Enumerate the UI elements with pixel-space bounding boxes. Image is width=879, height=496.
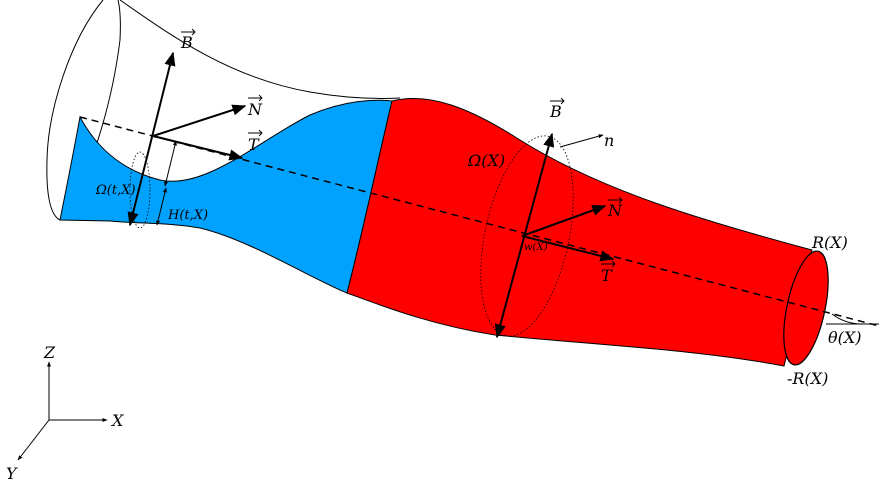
left-T-arrow <box>152 135 244 161</box>
left-B-arrow <box>127 51 176 227</box>
right-T-arrow <box>521 235 615 262</box>
tube-upper-outline <box>119 0 401 99</box>
H-dimension-arrow <box>164 140 177 187</box>
label-omega-x: Ω(X) <box>467 151 505 170</box>
label-omega-t: Ω(t,X) <box>95 183 136 198</box>
vector-overlines <box>181 28 623 268</box>
right-N-arrow <box>521 205 607 237</box>
label-theta: θ(X) <box>828 328 862 347</box>
downstream-tube-region <box>346 98 813 367</box>
label-R-top: R(X) <box>811 233 848 252</box>
label-T-right: T <box>601 266 613 285</box>
label-w-x: w(X) <box>524 242 548 253</box>
label-axis-x: X <box>110 411 124 430</box>
label-N-left: N <box>247 100 263 119</box>
label-T-left: T <box>248 135 260 154</box>
label-B-right: B <box>549 102 562 121</box>
label-B-left: B <box>180 33 193 52</box>
label-axis-y: Y <box>6 464 18 483</box>
label-H-t: H(t,X) <box>167 208 208 223</box>
label-R-bottom: -R(X) <box>787 369 828 388</box>
label-N-right: N <box>607 201 623 220</box>
y-axis-arrow <box>17 419 50 461</box>
label-n-right: n <box>604 131 614 150</box>
normal-n-arrow <box>559 134 604 148</box>
H-dimension-arrow-lower <box>156 187 167 226</box>
left-N-arrow <box>152 104 247 137</box>
label-axis-z: Z <box>43 343 56 362</box>
